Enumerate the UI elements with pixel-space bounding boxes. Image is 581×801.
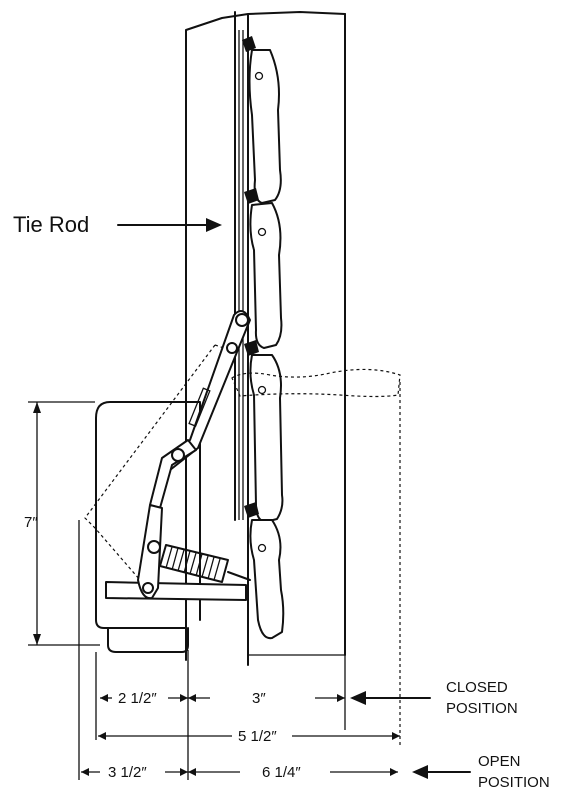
closed-total-label: 5 1/2″ (238, 728, 277, 745)
closed-left-dimension: 2 1/2″ (118, 690, 157, 707)
mounting-housing (95, 401, 247, 653)
pivot-icon (142, 582, 154, 594)
pivot-icon (226, 342, 238, 354)
spring (159, 544, 251, 583)
open-left-dimension: 3 1/2″ (108, 764, 147, 781)
height-dimension: 7″ (24, 401, 100, 646)
open-right-dimension: 6 1/4″ (262, 764, 301, 781)
linkage-arm (137, 310, 251, 600)
arrow-left-icon (350, 691, 366, 705)
closed-total-dimension: 5 1/2″ (98, 728, 400, 745)
arrow-right-icon (206, 218, 222, 232)
tie-rod (238, 30, 244, 520)
arrow-left-icon (412, 765, 428, 779)
louver-blades (242, 36, 285, 640)
closed-position-line2: POSITION (446, 700, 518, 717)
pivot-icon (171, 448, 185, 462)
base-plate (105, 581, 247, 601)
closed-right-dimension: 3″ (252, 690, 266, 707)
tie-rod-callout: Tie Rod (13, 212, 222, 237)
pivot-icon (257, 227, 267, 237)
pivot-icon (257, 543, 267, 553)
open-dimensions: 3 1/2″ 6 1/4″ OPEN POSITION (81, 753, 550, 791)
extension-lines (78, 382, 401, 780)
height-dimension-label: 7″ (24, 514, 38, 531)
closed-position-line1: CLOSED (446, 679, 508, 696)
pivot-icon (235, 313, 249, 327)
door-frame (185, 11, 346, 666)
pivot-icon (254, 71, 264, 81)
open-position-line1: OPEN (478, 753, 521, 770)
tie-rod-label: Tie Rod (13, 212, 89, 237)
closed-dimensions: 2 1/2″ 3″ CLOSED POSITION (100, 679, 518, 717)
pivot-icon (257, 385, 267, 395)
open-position-line2: POSITION (478, 774, 550, 791)
pivot-icon (147, 540, 161, 554)
